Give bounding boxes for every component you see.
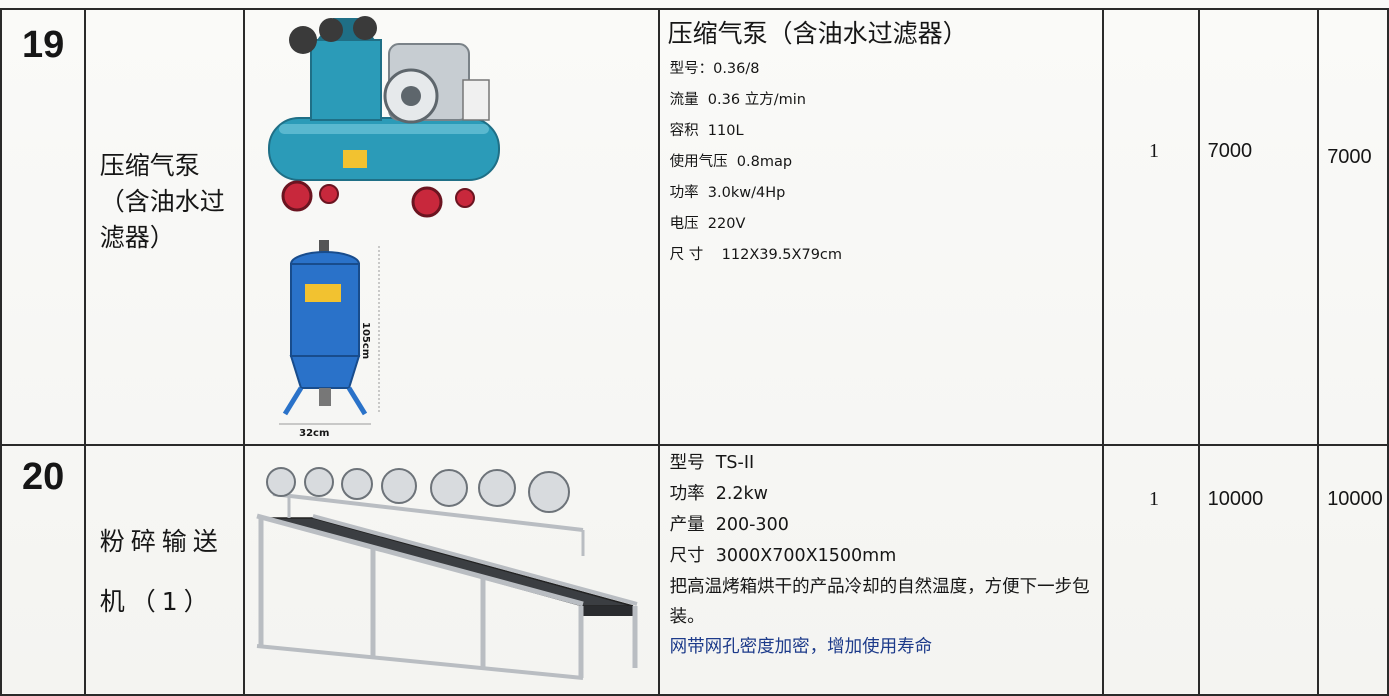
product-name: 压缩气泵（含油水过滤器） xyxy=(99,151,225,252)
product-description: 把高温烤箱烘干的产品冷却的自然温度，方便下一步包装。 xyxy=(669,577,1090,627)
spec-power: 功率 2.2kw xyxy=(669,484,768,504)
spec-model: 型号 TS-II xyxy=(669,453,755,473)
product-note: 网带网孔密度加密，增加使用寿命 xyxy=(669,637,933,657)
quantity: 1 xyxy=(1148,140,1159,162)
total-price: 10000 xyxy=(1327,488,1383,510)
index-cell: 20 xyxy=(0,444,86,696)
table-row: 20 粉碎输送机（1） xyxy=(0,444,1389,696)
spec-flow: 流量 0.36 立方/min xyxy=(669,92,806,108)
spec-list: 型号 TS-II 功率 2.2kw 产量 200-300 尺寸 3000X700… xyxy=(669,448,1101,663)
unit-price-cell: 10000 xyxy=(1197,444,1320,696)
spec-cell: 型号 TS-II 功率 2.2kw 产量 200-300 尺寸 3000X700… xyxy=(657,444,1104,696)
unit-price-cell: 7000 xyxy=(1197,8,1320,446)
qty-cell: 1 xyxy=(1101,444,1200,696)
image-cell xyxy=(243,444,660,696)
total-price: 7000 xyxy=(1327,146,1372,168)
spec-volume: 容积 110L xyxy=(669,123,744,139)
equipment-table: 19 压缩气泵（含油水过滤器） xyxy=(0,8,1389,696)
spec-size: 尺寸 3000X700X1500mm xyxy=(669,546,897,566)
name-cell: 粉碎输送机（1） xyxy=(83,444,246,696)
spec-title: 压缩气泵（含油水过滤器） xyxy=(667,19,968,48)
spec-size: 尺 寸 112X39.5X79cm xyxy=(669,247,843,263)
index-cell: 19 xyxy=(0,8,86,446)
spec-list: 型号：0.36/8 流量 0.36 立方/min 容积 110L 使用气压 0.… xyxy=(670,54,842,271)
product-name: 粉碎输送机（1） xyxy=(99,527,224,616)
unit-price: 7000 xyxy=(1207,140,1253,162)
table-row: 19 压缩气泵（含油水过滤器） xyxy=(0,8,1389,446)
spec-cell: 压缩气泵（含油水过滤器） 型号：0.36/8 流量 0.36 立方/min 容积… xyxy=(657,8,1104,446)
total-cell: 7000 xyxy=(1317,8,1389,446)
spec-pressure: 使用气压 0.8map xyxy=(669,154,793,170)
name-cell: 压缩气泵（含油水过滤器） xyxy=(83,8,246,446)
total-cell: 10000 xyxy=(1317,444,1389,696)
image-cell: 105cm 32cm xyxy=(243,8,660,446)
filter-width-label: 32cm xyxy=(299,428,330,439)
conveyor-image xyxy=(256,467,638,680)
qty-cell: 1 xyxy=(1101,8,1200,446)
row-number: 20 xyxy=(22,456,65,498)
row-number: 19 xyxy=(22,24,65,66)
air-compressor-image xyxy=(268,16,501,218)
spec-voltage: 电压 220V xyxy=(669,216,746,232)
quantity: 1 xyxy=(1148,488,1159,510)
spec-power: 功率 3.0kw/4Hp xyxy=(669,185,786,201)
oil-water-filter-image xyxy=(279,240,380,425)
filter-height-label: 105cm xyxy=(360,322,372,360)
unit-price: 10000 xyxy=(1207,488,1264,510)
spec-output: 产量 200-300 xyxy=(669,515,789,535)
spec-model: 型号：0.36/8 xyxy=(669,61,760,77)
